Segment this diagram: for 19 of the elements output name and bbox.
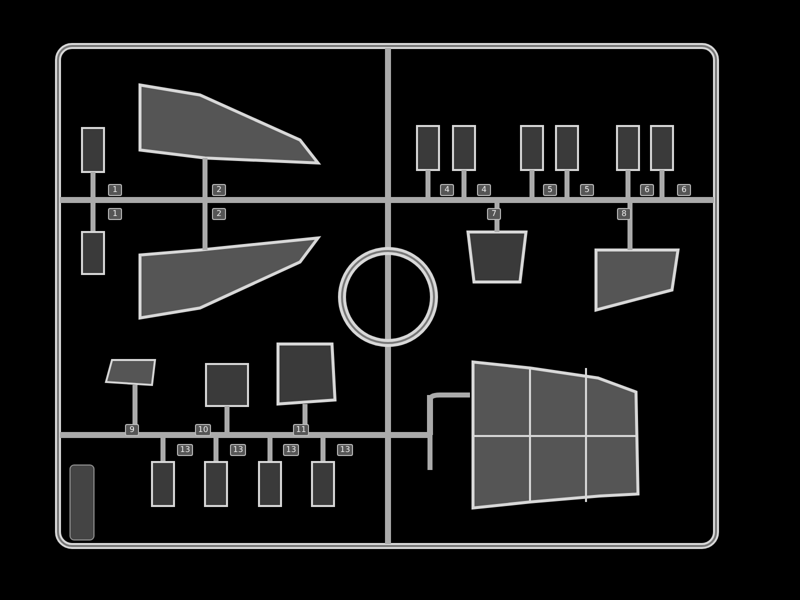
part-number: 4 [477, 184, 491, 196]
part-number: 4 [440, 184, 454, 196]
part-number: 13 [283, 444, 300, 456]
part-number: 9 [125, 424, 139, 436]
part-number: 7 [487, 208, 501, 220]
part-number: 5 [580, 184, 594, 196]
part-number: 2 [212, 184, 226, 196]
part-number: 10 [195, 424, 212, 436]
part-number: 6 [640, 184, 654, 196]
part-number: 13 [337, 444, 354, 456]
part-number: 2 [212, 208, 226, 220]
part-number: 13 [230, 444, 246, 456]
part-number: 1 [108, 208, 122, 220]
part-number: 6 [677, 184, 691, 196]
part-number: 8 [617, 208, 631, 220]
part-number: 13 [177, 444, 194, 456]
part-number: 1 [108, 184, 122, 196]
part-number: 5 [543, 184, 557, 196]
part-number: 11 [293, 424, 310, 436]
